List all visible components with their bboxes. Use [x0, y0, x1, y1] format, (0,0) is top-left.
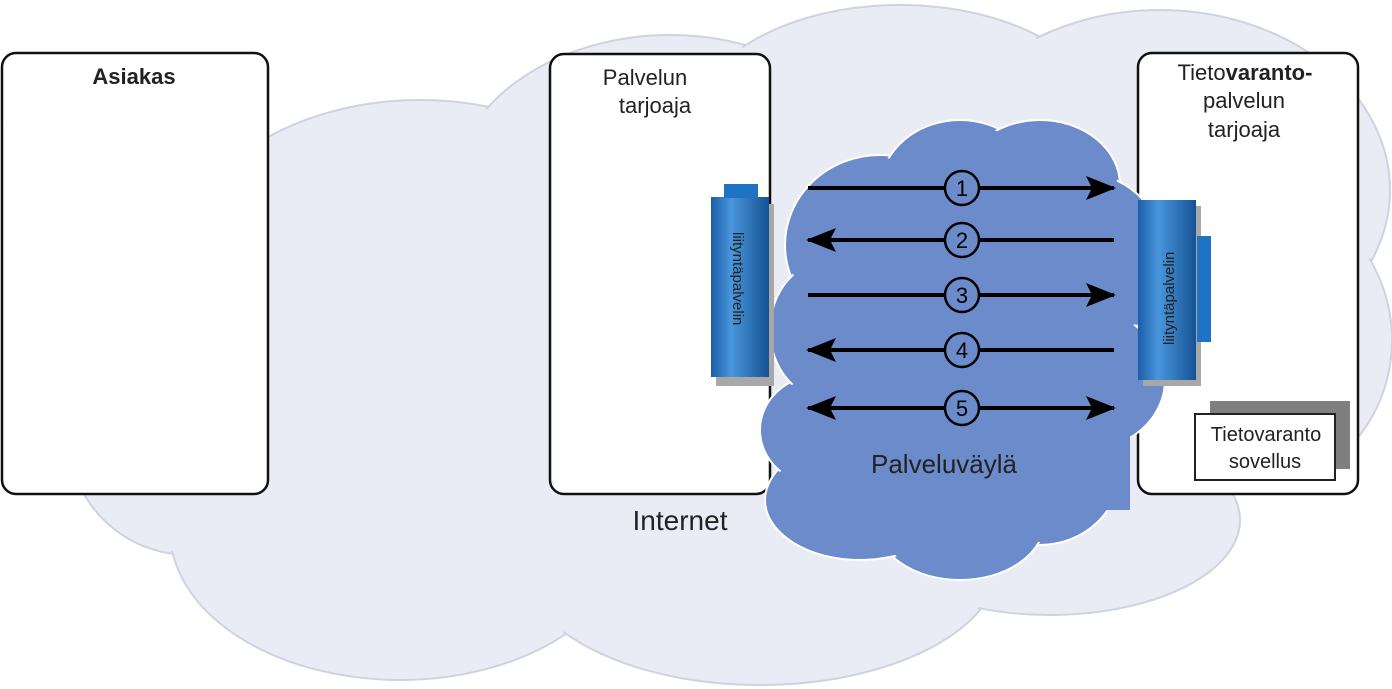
- registry-app-line2: sovellus: [1229, 451, 1301, 473]
- registry-title-bold: varanto-: [1226, 60, 1313, 85]
- registry-app-line1: Tietovaranto: [1211, 424, 1321, 446]
- registry-title-plain: Tieto: [1178, 60, 1226, 85]
- registry-application: Tietovaranto sovellus: [1194, 401, 1350, 481]
- registry-title-line1: Tietovaranto-: [1178, 60, 1313, 85]
- message-number: 5: [956, 396, 968, 421]
- message-number-badge: [943, 169, 981, 207]
- message-number: 1: [956, 176, 968, 201]
- message-number-badge: [943, 331, 981, 369]
- provider-gateway-label: liityntäpalvelin: [729, 232, 746, 325]
- service-bus-label: Palveluväylä: [871, 449, 1018, 479]
- internet-label: Internet: [633, 505, 728, 536]
- registry-title-line3: tarjoaja: [1208, 117, 1281, 142]
- registry-gateway: liityntäpalvelin: [1138, 200, 1211, 386]
- client-title: Asiakas: [92, 64, 175, 89]
- client-box: Asiakas: [0, 51, 270, 496]
- service-provider-box: Palvelun tarjoaja: [548, 52, 772, 496]
- message-flows: 1 2 3 4 5: [806, 169, 1116, 427]
- provider-title-line1: Palvelun: [603, 65, 687, 90]
- message-number-badge: [943, 276, 981, 314]
- registry-title-line2: palvelun: [1203, 88, 1285, 113]
- message-number-badge: [943, 389, 981, 427]
- message-number: 4: [956, 338, 968, 363]
- message-number: 3: [956, 283, 968, 308]
- message-number: 2: [956, 228, 968, 253]
- message-number-badge: [943, 221, 981, 259]
- provider-title-line2: tarjoaja: [619, 93, 692, 118]
- provider-gateway: liityntäpalvelin: [711, 184, 774, 386]
- registry-gateway-label: liityntäpalvelin: [1161, 252, 1178, 345]
